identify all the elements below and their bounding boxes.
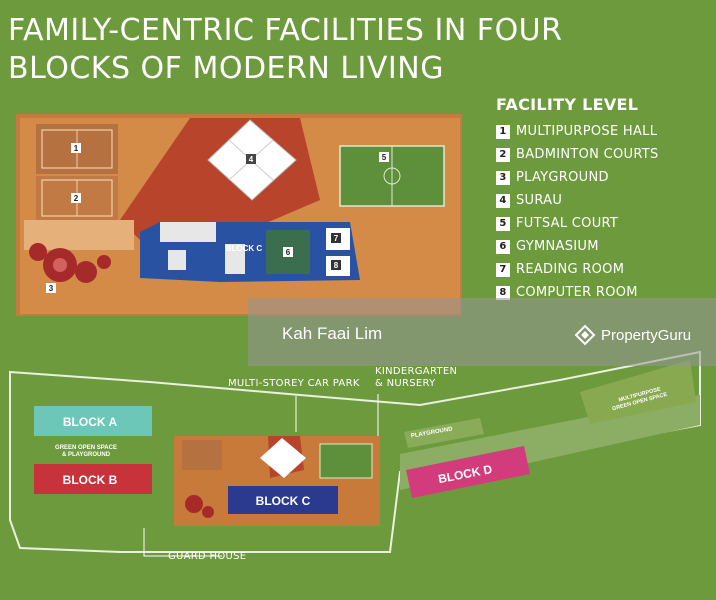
marker-1: 1: [74, 144, 79, 153]
legend-item: 2 BADMINTON COURTS: [496, 143, 659, 166]
legend-label: MULTIPURPOSE HALL: [516, 124, 658, 139]
legend-number: 3: [496, 170, 510, 185]
marker-6: 6: [286, 248, 291, 257]
block-c-top-label: BLOCK C: [226, 244, 263, 253]
legend-number: 4: [496, 193, 510, 208]
watermark-brand-text: PropertyGuru: [601, 326, 692, 344]
legend-number: 5: [496, 216, 510, 231]
block-b: [34, 464, 152, 494]
legend-item: 1 MULTIPURPOSE HALL: [496, 120, 659, 143]
propertyguru-logo-icon: [574, 324, 596, 346]
legend-number: 7: [496, 262, 510, 277]
legend-item: 8 COMPUTER ROOM: [496, 281, 659, 304]
block-c-label: BLOCK C: [256, 494, 311, 508]
watermark-banner: Kah Faai Lim PropertyGuru: [248, 298, 716, 366]
green-label-1: GREEN OPEN SPACE: [55, 445, 117, 451]
legend-item: 7 READING ROOM: [496, 258, 659, 281]
legend-number: 1: [496, 124, 510, 139]
watermark-agent-name: Kah Faai Lim: [282, 324, 383, 343]
legend-label: GYMNASIUM: [516, 239, 599, 254]
guard-house-label: GUARD HOUSE: [168, 551, 247, 562]
block-c: [228, 486, 338, 514]
block-a: [34, 406, 152, 436]
marker-2: 2: [74, 194, 79, 203]
legend-label: PLAYGROUND: [516, 170, 609, 185]
marker-3: 3: [49, 284, 54, 293]
marker-5: 5: [382, 153, 387, 162]
marker-7: 7: [334, 234, 339, 243]
green-label-2: & PLAYGROUND: [62, 452, 111, 458]
legend-item: 3 PLAYGROUND: [496, 166, 659, 189]
legend-item: 6 GYMNASIUM: [496, 235, 659, 258]
legend-label: COMPUTER ROOM: [516, 285, 638, 300]
kindergarten-label-1: KINDERGARTEN: [375, 366, 458, 377]
legend-number: 8: [496, 285, 510, 300]
title-line-1: FAMILY-CENTRIC FACILITIES IN FOUR: [8, 13, 563, 48]
block-d: [406, 446, 530, 498]
legend-number: 2: [496, 147, 510, 162]
block-b-label: BLOCK B: [63, 473, 118, 487]
kindergarten-label-2: & NURSERY: [375, 378, 436, 389]
block-a-label: BLOCK A: [63, 415, 118, 429]
facility-legend: FACILITY LEVEL 1 MULTIPURPOSE HALL 2 BADMI…: [496, 95, 659, 304]
marker-4: 4: [249, 155, 254, 164]
legend-item: 4 SURAU: [496, 189, 659, 212]
watermark-brand: PropertyGuru: [574, 324, 691, 346]
legend-number: 6: [496, 239, 510, 254]
legend-label: SURAU: [516, 193, 563, 208]
multipurpose-green: [580, 360, 696, 424]
map-markers: 1 2 3 4 5 6 7 8: [46, 143, 389, 293]
legend-label: BADMINTON COURTS: [516, 147, 659, 162]
legend-label: READING ROOM: [516, 262, 625, 277]
multi-storey-car-park-label: MULTI-STOREY CAR PARK: [228, 378, 360, 389]
marker-8: 8: [334, 261, 339, 270]
title-line-2: BLOCKS OF MODERN LIVING: [8, 51, 444, 86]
page-title: FAMILY-CENTRIC FACILITIES IN FOUR BLOCKS…: [8, 12, 562, 88]
legend-heading: FACILITY LEVEL: [496, 95, 639, 114]
legend-item: 5 FUTSAL COURT: [496, 212, 659, 235]
legend-label: FUTSAL COURT: [516, 216, 619, 231]
